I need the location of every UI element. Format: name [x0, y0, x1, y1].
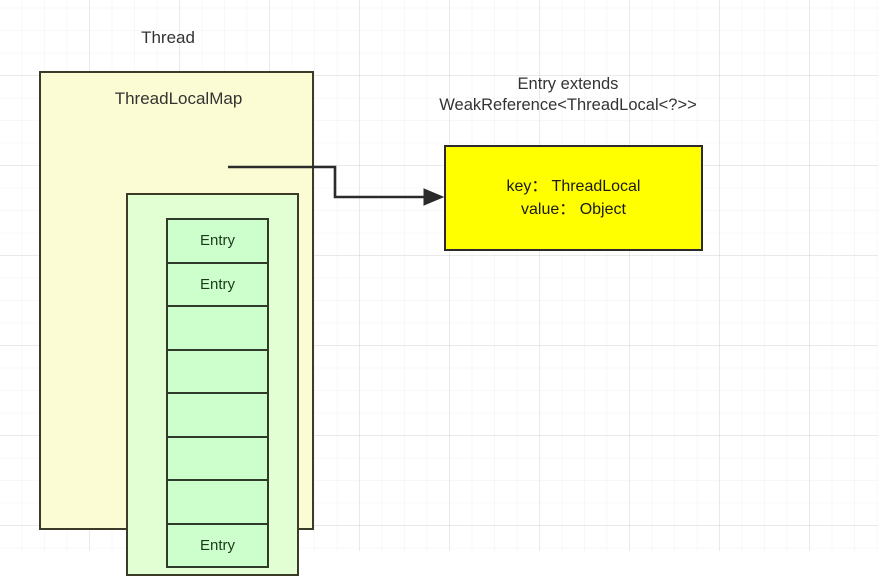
thread-box: ThreadLocalMap Entry Entry Entry — [39, 71, 314, 576]
threadlocalmap-title-label: ThreadLocalMap — [114, 89, 243, 108]
entry-class-caption: Entry extends WeakReference<ThreadLocal<… — [398, 74, 738, 115]
entry-cell — [166, 435, 269, 481]
arrowhead-icon — [423, 188, 445, 206]
entry-table: Entry Entry Entry — [166, 218, 269, 568]
entry-detail-box: key： ThreadLocal value： Object — [444, 145, 703, 251]
entry-detail-key-line: key： ThreadLocal — [506, 177, 641, 195]
thread-title-label: Thread — [141, 28, 195, 47]
entry-class-caption-line-1: Entry extends — [517, 75, 619, 93]
entry-cell — [166, 305, 269, 351]
entry-class-caption-line-2: WeakReference<ThreadLocal<?>> — [439, 95, 697, 114]
entry-cell: Entry — [166, 261, 269, 307]
entry-cell: Entry — [166, 218, 269, 264]
entry-cell — [166, 392, 269, 438]
entry-cell — [166, 348, 269, 394]
entry-cell: Entry — [166, 522, 269, 568]
entry-cell — [166, 479, 269, 525]
entry-detail-value-line: value： Object — [521, 201, 626, 218]
